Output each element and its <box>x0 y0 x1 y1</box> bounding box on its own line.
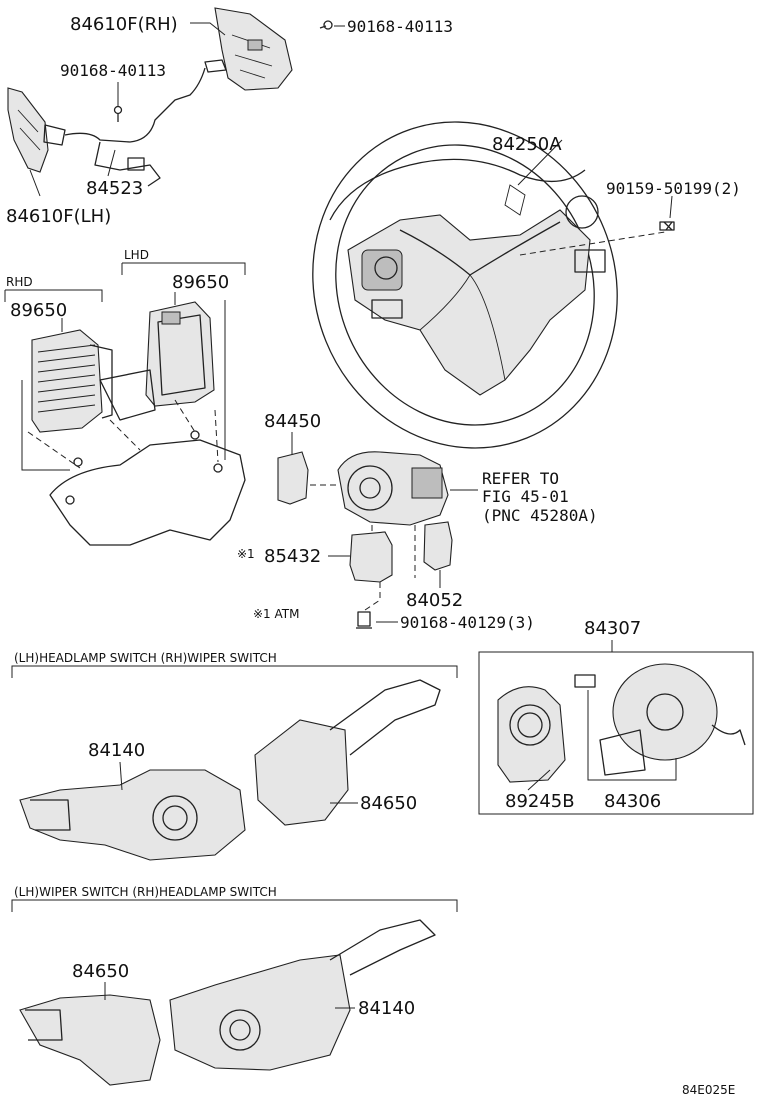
label-lhd: LHD <box>124 248 149 262</box>
label-89650-rhd: 89650 <box>10 300 67 321</box>
pad-switch-rh-drawing <box>204 7 293 91</box>
spiral-cable-box <box>478 640 754 815</box>
label-84650-a: 84650 <box>360 793 417 814</box>
label-90159-50199: 90159-50199(2) <box>606 179 741 198</box>
screw-90159-50199 <box>659 221 675 231</box>
combo-switch-84140-b-drawing <box>169 919 436 1071</box>
lock-housing-drawing <box>337 451 449 526</box>
section1-bracket <box>11 665 458 678</box>
label-90168-40113-a: 90168-40113 <box>347 17 453 36</box>
refer-to-line1: REFER TO <box>482 469 559 488</box>
combo-switch-84650-b-drawing <box>19 994 161 1086</box>
unit-84450-drawing <box>277 451 338 505</box>
label-84450: 84450 <box>264 411 321 432</box>
combo-switch-84140-a-drawing <box>19 769 246 861</box>
bracket-rhd-label-line <box>4 289 103 302</box>
screw-90168-40113-a <box>319 20 333 30</box>
label-84250a: 84250A <box>492 134 562 155</box>
label-84523: 84523 <box>86 178 143 199</box>
combo-switch-84650-a-drawing <box>254 679 441 826</box>
unit-84052-drawing <box>414 521 453 578</box>
section2-title: (LH)WIPER SWITCH (RH)HEADLAMP SWITCH <box>14 885 277 899</box>
label-84140-b: 84140 <box>358 998 415 1019</box>
figure-code: 84E025E <box>682 1083 735 1097</box>
cruise-module-lhd-drawing <box>145 301 215 407</box>
label-84610f-lh: 84610F(LH) <box>6 206 111 227</box>
label-90168-40129: 90168-40129(3) <box>400 613 535 632</box>
refer-to-line3: (PNC 45280A) <box>482 506 598 525</box>
label-89245b: 89245B <box>505 791 575 812</box>
cruise-module-rhd-drawing <box>31 329 113 433</box>
unit-85432-drawing <box>349 525 393 611</box>
label-85432: 85432 <box>264 546 321 567</box>
refer-to-line2: FIG 45-01 <box>482 487 569 506</box>
screw-90168-40129 <box>356 611 372 629</box>
label-84052: 84052 <box>406 590 463 611</box>
column-bracket-drawing <box>27 369 246 546</box>
atm-note: ※1 ATM <box>253 607 299 621</box>
label-mark1: ※1 <box>237 547 255 561</box>
screw-90168-40113-b <box>113 105 123 122</box>
spiral-cable-89245b-drawing <box>497 686 566 783</box>
label-rhd: RHD <box>6 275 33 289</box>
label-84650-b: 84650 <box>72 961 129 982</box>
bracket-lhd-label-line <box>121 262 246 275</box>
label-89650-lhd: 89650 <box>172 272 229 293</box>
section2-bracket <box>11 899 458 912</box>
label-84140-a: 84140 <box>88 740 145 761</box>
label-84307: 84307 <box>584 618 641 639</box>
section1-title: (LH)HEADLAMP SWITCH (RH)WIPER SWITCH <box>14 651 277 665</box>
label-84610f-rh: 84610F(RH) <box>70 14 178 35</box>
label-90168-40113-b: 90168-40113 <box>60 61 166 80</box>
label-84306: 84306 <box>604 791 661 812</box>
pad-switch-lh-drawing <box>7 87 66 173</box>
spiral-cable-84306-drawing <box>574 663 746 776</box>
steering-wheel-drawing <box>312 121 666 449</box>
wire-harness-84523-drawing <box>64 67 206 187</box>
